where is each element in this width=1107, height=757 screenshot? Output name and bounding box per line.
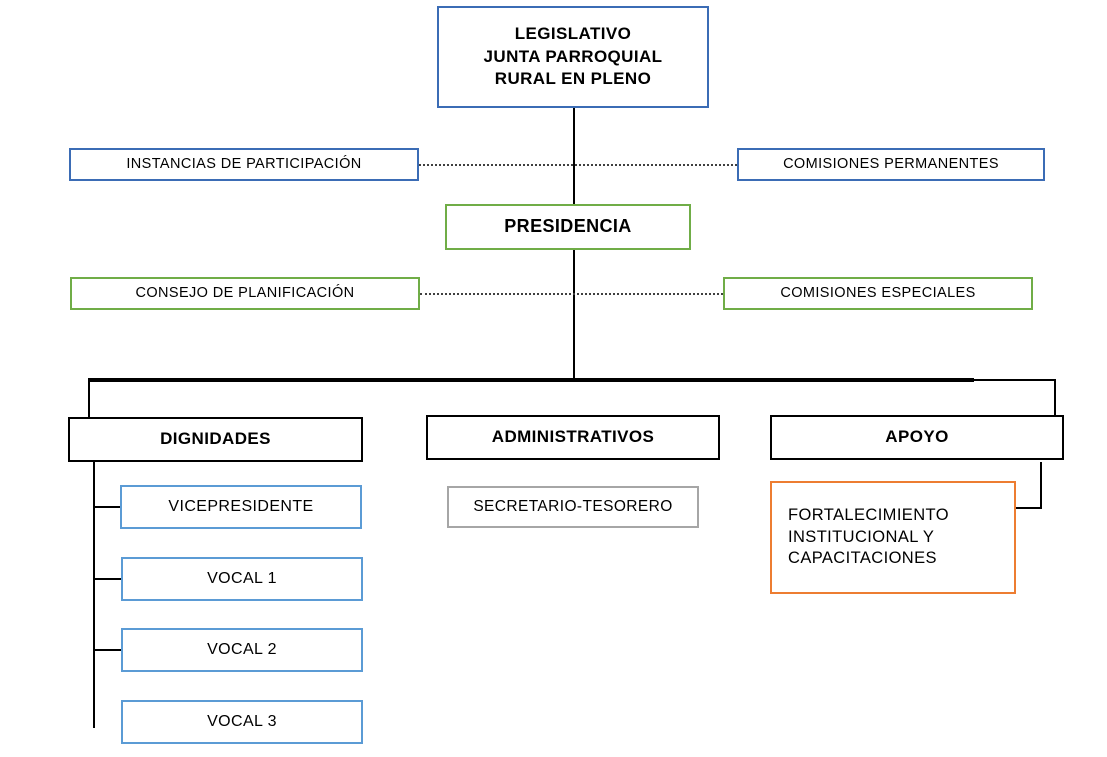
node-vocal-2[interactable]: VOCAL 2 [121,628,363,672]
node-consejo-de-planificacion[interactable]: CONSEJO DE PLANIFICACIÓN [70,277,420,310]
node-apoyo[interactable]: APOYO [770,415,1064,460]
node-dignidades-label: DIGNIDADES [160,429,271,449]
node-consejo-planificacion-label: CONSEJO DE PLANIFICACIÓN [135,284,355,301]
node-vocal-1[interactable]: VOCAL 1 [121,557,363,601]
node-vicepresidente-label: VICEPRESIDENTE [168,498,314,516]
node-vicepresidente[interactable]: VICEPRESIDENTE [120,485,362,529]
node-apoyo-label: APOYO [885,427,949,447]
node-vocal-2-label: VOCAL 2 [207,641,277,659]
node-vocal-1-label: VOCAL 1 [207,570,277,588]
node-dignidades[interactable]: DIGNIDADES [68,417,363,462]
connector-apoyo-to-fortalecimiento [1014,507,1042,509]
node-instancias-label: INSTANCIAS DE PARTICIPACIÓN [126,155,362,172]
connector-main-bus [88,378,974,382]
node-secretario-tesorero-label: SECRETARIO-TESORERO [473,497,673,515]
node-comisiones-especiales-label: COMISIONES ESPECIALES [780,284,976,301]
connector-dignidades-to-vocal-2 [93,649,121,651]
node-instancias-de-participacion[interactable]: INSTANCIAS DE PARTICIPACIÓN [69,148,419,181]
node-legislativo[interactable]: LEGISLATIVO JUNTA PARROQUIAL RURAL EN PL… [437,6,709,108]
dotted-connector-consejo-especiales [420,293,723,295]
node-fortalecimiento-institucional[interactable]: FORTALECIMIENTO INSTITUCIONAL Y CAPACITA… [770,481,1016,594]
dotted-connector-instancias-comisiones [419,164,737,166]
node-comisiones-permanentes-label: COMISIONES PERMANENTES [783,155,999,172]
connector-main-bus-right-extension [968,379,1056,381]
node-presidencia-label: PRESIDENCIA [504,216,632,237]
node-comisiones-permanentes[interactable]: COMISIONES PERMANENTES [737,148,1045,181]
node-administrativos-label: ADMINISTRATIVOS [491,427,655,447]
connector-presidencia-to-bus [573,250,575,382]
connector-dignidades-trunk [93,462,95,728]
node-vocal-3[interactable]: VOCAL 3 [121,700,363,744]
node-secretario-tesorero[interactable]: SECRETARIO-TESORERO [447,486,699,528]
node-vocal-3-label: VOCAL 3 [207,713,277,731]
node-administrativos[interactable]: ADMINISTRATIVOS [426,415,720,460]
connector-dignidades-to-vicepresidente [93,506,120,508]
node-presidencia[interactable]: PRESIDENCIA [445,204,691,250]
connector-legislativo-to-presidencia [573,108,575,204]
node-legislativo-label: LEGISLATIVO JUNTA PARROQUIAL RURAL EN PL… [483,24,663,89]
connector-bus-to-dignidades [88,378,90,418]
node-comisiones-especiales[interactable]: COMISIONES ESPECIALES [723,277,1033,310]
connector-apoyo-trunk [1040,462,1042,508]
node-fortalecimiento-label: FORTALECIMIENTO INSTITUCIONAL Y CAPACITA… [788,505,949,568]
connector-bus-to-apoyo [1054,379,1056,416]
connector-dignidades-to-vocal-1 [93,578,121,580]
